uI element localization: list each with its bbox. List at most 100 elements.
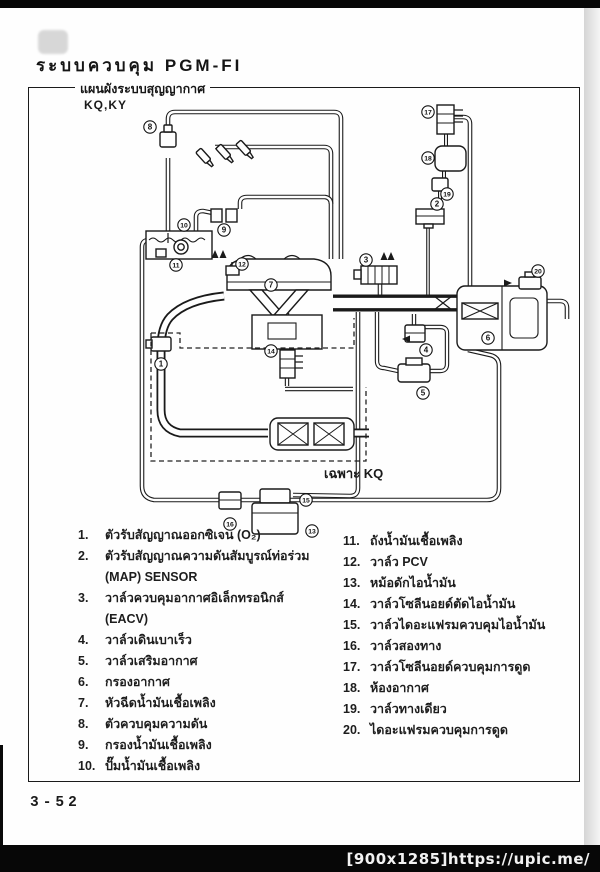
page-number: 3-52: [30, 795, 81, 811]
svg-text:18: 18: [424, 156, 432, 163]
pcv-valve: [225, 262, 240, 276]
legend-item-number: 15.: [343, 617, 361, 632]
pressure-regulator: [159, 124, 177, 148]
legend-item-text: หัวฉีดน้ำมันเชื้อเพลิง: [105, 695, 216, 710]
scan-left-edge: [0, 745, 3, 845]
legend-item-text: วาล์วเสริมอากาศ: [105, 653, 198, 668]
svg-text:13: 13: [308, 529, 316, 536]
legend-item-text: (EACV): [105, 611, 149, 626]
svg-text:20: 20: [534, 269, 542, 276]
svg-text:7: 7: [269, 281, 274, 290]
catalytic-converter: [269, 417, 355, 451]
legend-item: 3.วาล์วควบคุมอากาศอิเล็กทรอนิกส์: [78, 587, 328, 608]
legend-item-text: ตัวรับสัญญาณความดันสัมบูรณ์ท่อร่วม: [105, 548, 310, 563]
callout-6: 6: [481, 331, 495, 345]
legend-item-text: วาล์วสองทาง: [370, 638, 442, 653]
legend-item: 13. หม้อดักไอน้ำมัน: [343, 572, 568, 593]
content-frame: [28, 87, 580, 782]
callout-3: 3: [359, 253, 373, 267]
legend-item-text: ห้องอากาศ: [370, 680, 429, 695]
legend-item-text: วาล์วทางเดียว: [370, 701, 447, 716]
legend-item-number: 16.: [343, 638, 361, 653]
callout-14: 14: [264, 344, 278, 358]
legend-item-text: วาล์วไดอะแฟรมควบคุมไอน้ำมัน: [370, 617, 546, 632]
legend-item: 14. วาล์วโซลีนอยด์ตัดไอน้ำมัน: [343, 593, 568, 614]
throttle-valve: [433, 295, 453, 311]
callout-4: 4: [419, 343, 433, 357]
legend-item-number: 18.: [343, 680, 361, 695]
pipe-network: [139, 109, 570, 503]
legend-item: 15. วาล์วไดอะแฟรมควบคุมไอน้ำมัน: [343, 614, 568, 635]
legend-item: 12.วาล์ว PCV: [343, 551, 568, 572]
variant-code-label: KQ,KY: [84, 98, 128, 112]
legend-item-number: 6.: [78, 674, 89, 689]
legend-item: 8.ตัวควบคุมความดัน: [78, 713, 328, 734]
callout-15: 15: [299, 493, 313, 507]
legend-item: 18. ห้องอากาศ: [343, 677, 568, 698]
flow-arrows: [211, 250, 512, 343]
legend-item-text: วาล์วโซลีนอยด์ตัดไอน้ำมัน: [370, 596, 516, 611]
fuel-tank: [145, 230, 213, 260]
callout-2: 2: [430, 197, 444, 211]
legend-item-number: 14.: [343, 596, 361, 611]
legend-item-number: 1.: [78, 527, 89, 542]
svg-text:8: 8: [148, 123, 153, 132]
legend-item-text: วาล์วเดินเบาเร็ว: [105, 632, 192, 647]
legend-item-number: 9.: [78, 737, 89, 752]
legend-item: 20.ไดอะแฟรมควบคุมการดูด: [343, 719, 568, 740]
legend-item-text: (MAP) SENSOR: [105, 569, 198, 584]
callout-10: 10: [177, 218, 191, 232]
callout-5: 5: [416, 386, 430, 400]
legend-item-text: กรองน้ำมันเชื้อเพลิง: [105, 737, 212, 752]
legend-item-text: หม้อดักไอน้ำมัน: [370, 575, 456, 590]
air-cleaner: [456, 285, 548, 351]
oxygen-sensor: [145, 336, 172, 352]
legend-item-number: 17.: [343, 659, 361, 674]
legend-item-text: วาล์วโซลีนอยด์ควบคุมการดูด: [370, 659, 531, 674]
legend-item-number: 13.: [343, 575, 361, 590]
legend-item: 17. วาล์วโซลีนอยด์ควบคุมการดูด: [343, 656, 568, 677]
legend-item: (EACV): [78, 608, 328, 629]
fuel-filter: [210, 208, 238, 223]
one-way-valve: [431, 177, 449, 192]
legend-item: 2. ตัวรับสัญญาณความดันสัมบูรณ์ท่อร่วม: [78, 545, 328, 566]
legend-item-number: 7.: [78, 695, 89, 710]
legend-column-left: 1. ตัวรับสัญญาณออกซิเจน (O₂) 2. ตัวรับสัญญา…: [78, 524, 328, 776]
legend-item-number: 2.: [78, 548, 89, 563]
diagram-note: เฉพาะ KQ: [324, 466, 383, 481]
legend-item: 5. วาล์วเสริมอากาศ: [78, 650, 328, 671]
svg-text:3: 3: [364, 256, 369, 265]
page-title: ระบบควบคุม PGM-FI: [36, 56, 243, 75]
legend-item: 1. ตัวรับสัญญาณออกซิเจน (O₂): [78, 524, 328, 545]
scan-top-black-bar: [0, 0, 600, 8]
legend-item-number: 5.: [78, 653, 89, 668]
callout-1: 1: [154, 357, 168, 371]
suction-diaphragm: [518, 271, 542, 290]
vapor-cut-solenoid: [279, 349, 303, 379]
legend-item-number: 11.: [343, 533, 360, 548]
svg-text:19: 19: [443, 192, 451, 199]
callout-9: 9: [217, 223, 231, 237]
two-way-valve: [218, 491, 242, 510]
charcoal-canister: [251, 488, 299, 535]
legend-item-number: 12.: [343, 554, 361, 569]
legend-item: 7. หัวฉีดน้ำมันเชื้อเพลิง: [78, 692, 328, 713]
svg-text:5: 5: [421, 389, 426, 398]
svg-text:14: 14: [267, 349, 275, 356]
legend-item-number: 19.: [343, 701, 361, 716]
svg-text:6: 6: [486, 334, 491, 343]
air-suction-valve: [397, 357, 431, 383]
legend-item-number: 3.: [78, 590, 89, 605]
legend-item-text: ตัวรับสัญญาณออกซิเจน (O₂): [105, 527, 261, 542]
callout-12: 12: [235, 257, 249, 271]
legend-item: 6.กรองอากาศ: [78, 671, 328, 692]
kq-only-dashed-boundary: [150, 318, 367, 462]
svg-text:17: 17: [424, 110, 432, 117]
legend-item-text: ถังน้ำมันเชื้อเพลิง: [370, 533, 463, 548]
svg-text:15: 15: [302, 498, 310, 505]
svg-text:11: 11: [172, 263, 179, 270]
svg-text:16: 16: [226, 522, 234, 529]
legend-column-right: 11. ถังน้ำมันเชื้อเพลิง 12.วาล์ว PCV 13. หม้…: [343, 530, 568, 740]
